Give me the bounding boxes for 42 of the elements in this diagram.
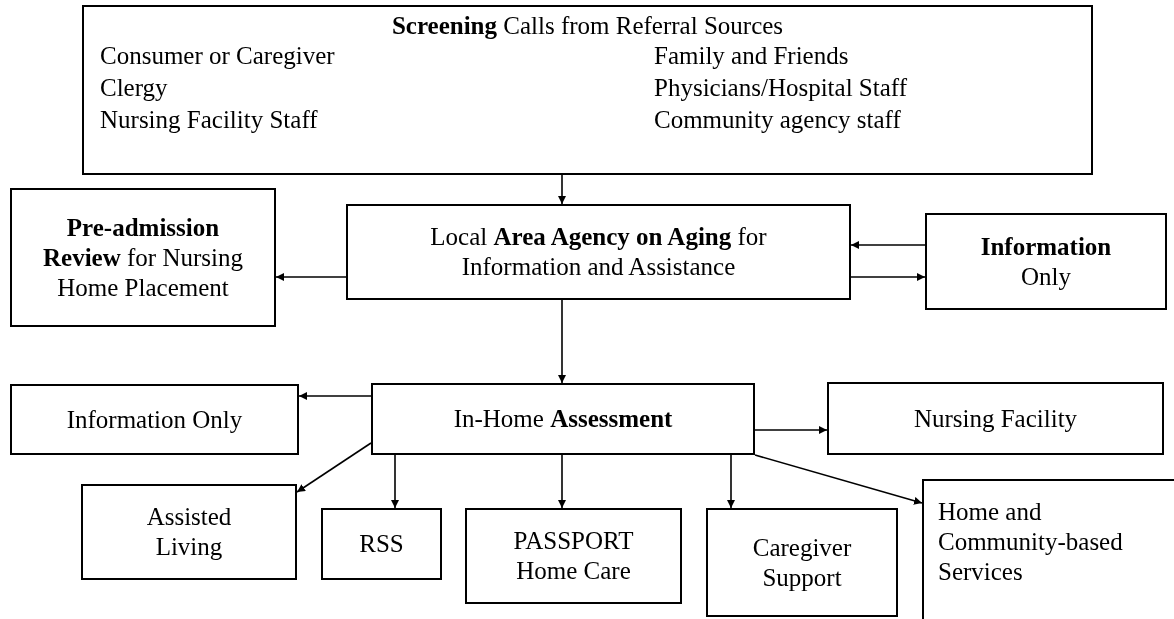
box-label: PASSPORT Home Care [512, 526, 635, 586]
box-label: Home and Community-based Services [938, 497, 1124, 587]
box-label: Assisted Living [145, 502, 233, 562]
process-box [371, 383, 755, 455]
process-box [465, 508, 682, 604]
process-box [10, 384, 299, 455]
box-label: Local Area Agency on Aging for Information and Assistance [429, 222, 768, 282]
arrow [754, 454, 923, 505]
arrow [754, 426, 828, 434]
referral-source: Community agency staff [654, 105, 901, 135]
arrow [391, 454, 399, 509]
arrow [558, 454, 566, 509]
referral-source: Consumer or Caregiver [100, 41, 335, 71]
box-label: RSS [358, 529, 405, 559]
arrow [298, 392, 372, 400]
box-label: Nursing Facility [912, 403, 1079, 434]
arrow [558, 174, 566, 205]
process-box [81, 484, 297, 580]
box-label: Caregiver Support [751, 532, 853, 593]
box-title: Screening Calls from Referral Sources [390, 11, 785, 41]
process-box [10, 188, 276, 327]
arrow [275, 273, 347, 281]
process-box [706, 508, 898, 617]
box-label: Pre-admission Review for Nursing Home Placement [42, 212, 244, 303]
arrow [727, 454, 735, 509]
process-box [82, 5, 1093, 175]
arrow [558, 299, 566, 384]
process-box [827, 382, 1164, 455]
process-box [922, 479, 1174, 619]
arrow [296, 442, 372, 493]
arrow [850, 241, 926, 249]
referral-source: Physicians/Hospital Staff [654, 73, 907, 103]
arrow [850, 273, 926, 281]
box-label: In-Home Assessment [452, 404, 674, 434]
referral-source: Nursing Facility Staff [100, 105, 318, 135]
process-box [321, 508, 442, 580]
box-label: Information Only [65, 404, 244, 435]
referral-source: Family and Friends [654, 41, 849, 71]
process-box [346, 204, 851, 300]
process-box [925, 213, 1167, 310]
box-label: Information Only [979, 231, 1113, 292]
referral-source: Clergy [100, 73, 168, 103]
